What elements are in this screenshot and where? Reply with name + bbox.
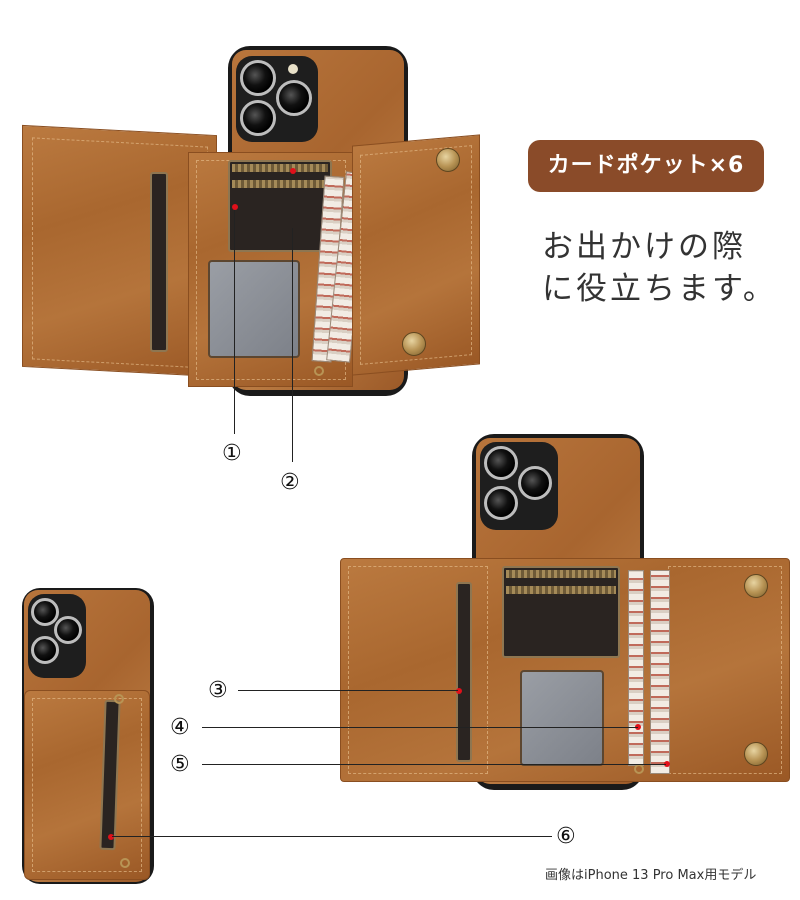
snap-button-icon bbox=[402, 332, 426, 356]
callout-marker-1 bbox=[232, 204, 238, 210]
callout-number-2: ② bbox=[280, 470, 300, 495]
callout-line-5 bbox=[202, 764, 666, 765]
strap-ring-icon bbox=[114, 694, 124, 704]
callout-number-5: ⑤ bbox=[170, 752, 190, 777]
closed-wallet-flap bbox=[24, 690, 150, 880]
camera-flash-icon bbox=[288, 64, 298, 74]
open-left-card-slot bbox=[456, 582, 472, 762]
card-gold-edge bbox=[232, 164, 328, 172]
snap-button-icon bbox=[744, 742, 768, 766]
callout-number-4: ④ bbox=[170, 715, 190, 740]
camera-lens-icon bbox=[484, 486, 518, 520]
tagline-line-2: に役立ちます。 bbox=[542, 271, 777, 307]
callout-number-6: ⑥ bbox=[556, 824, 576, 849]
camera-lens-icon bbox=[484, 446, 518, 480]
camera-lens-icon bbox=[276, 80, 312, 116]
model-caption: 画像はiPhone 13 Pro Max用モデル bbox=[545, 868, 757, 883]
id-window bbox=[208, 260, 300, 358]
callout-marker-2 bbox=[290, 168, 296, 174]
callout-line-1 bbox=[234, 210, 235, 434]
closed-flap-stitching bbox=[32, 698, 142, 872]
card-gold-edge bbox=[506, 586, 616, 594]
callout-number-3: ③ bbox=[208, 678, 228, 703]
callout-marker-6 bbox=[108, 834, 114, 840]
top-phone-product-image bbox=[0, 0, 800, 410]
card-pocket-1 bbox=[228, 160, 332, 252]
callout-marker-5 bbox=[664, 761, 670, 767]
strap-ring-icon bbox=[120, 858, 130, 868]
closed-phone-product-image bbox=[0, 580, 170, 890]
callout-line-6 bbox=[112, 836, 552, 837]
open-id-window bbox=[520, 670, 604, 766]
tagline: お出かけの際 に役立ちます。 bbox=[542, 226, 777, 310]
open-wallet-stitching-right bbox=[668, 566, 782, 774]
callout-line-3 bbox=[238, 690, 458, 691]
open-phone-product-image bbox=[330, 430, 800, 800]
card-pocket-badge: カードポケット×6 bbox=[528, 140, 764, 192]
snap-button-icon bbox=[744, 574, 768, 598]
camera-lens-icon bbox=[240, 100, 276, 136]
camera-lens-icon bbox=[54, 616, 82, 644]
open-card-pocket bbox=[502, 566, 620, 658]
open-wallet-stitching-left bbox=[348, 566, 488, 774]
snap-button-icon bbox=[436, 148, 460, 172]
cash-bill bbox=[650, 570, 670, 774]
callout-marker-4 bbox=[635, 724, 641, 730]
camera-lens-icon bbox=[240, 60, 276, 96]
tagline-line-1: お出かけの際 bbox=[542, 229, 746, 265]
camera-lens-icon bbox=[518, 466, 552, 500]
callout-line-4 bbox=[202, 727, 638, 728]
callout-line-2 bbox=[292, 228, 293, 462]
camera-lens-icon bbox=[31, 636, 59, 664]
strap-ring-icon bbox=[634, 764, 644, 774]
card-gold-edge bbox=[506, 570, 616, 578]
left-flap-stitching bbox=[32, 137, 208, 369]
camera-lens-icon bbox=[31, 598, 59, 626]
card-gold-edge bbox=[232, 180, 328, 188]
strap-ring-icon bbox=[314, 366, 324, 376]
callout-number-1: ① bbox=[222, 441, 242, 466]
left-flap-card-slot bbox=[150, 172, 168, 352]
cash-bill bbox=[628, 570, 644, 766]
callout-marker-3 bbox=[456, 688, 462, 694]
